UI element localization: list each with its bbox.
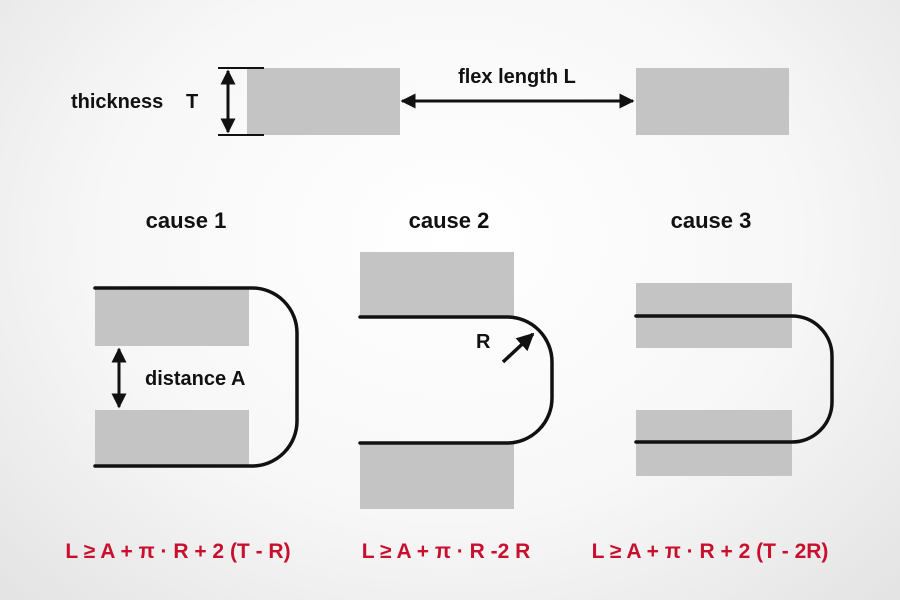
- radius-arrow: [501, 332, 535, 364]
- cause-1-title: cause 1: [146, 208, 227, 233]
- cause-3-formula: L ≥ A + π · R + 2 (T - 2R): [592, 540, 829, 563]
- cause-1-flex-bend: [93, 286, 299, 468]
- distance-label: distance A: [145, 368, 245, 390]
- cause-2-formula: L ≥ A + π · R -2 R: [362, 540, 531, 563]
- cause-2-title: cause 2: [409, 208, 490, 233]
- cause-1-formula: L ≥ A + π · R + 2 (T - R): [65, 540, 290, 563]
- thickness-symbol: T: [186, 91, 198, 113]
- cause-2-diagram: R: [358, 252, 554, 509]
- cause-1-diagram: distance A: [93, 286, 299, 468]
- flex-length-label: flex length L: [458, 66, 576, 88]
- thickness-label: thickness: [71, 91, 163, 113]
- cause-1-upper-block: [95, 288, 249, 346]
- cause-2-lower-block: [360, 443, 514, 509]
- left-rigid-block: [247, 68, 400, 135]
- cause-1-lower-block: [95, 410, 249, 467]
- cause-3-flex-bend: [634, 314, 834, 444]
- right-rigid-block: [636, 68, 789, 135]
- cause-2-upper-block: [360, 252, 514, 317]
- cause-3-title: cause 3: [671, 208, 752, 233]
- cause-2-flex-bend: [358, 315, 554, 445]
- cause-3-diagram: [634, 283, 834, 476]
- radius-label: R: [476, 331, 491, 353]
